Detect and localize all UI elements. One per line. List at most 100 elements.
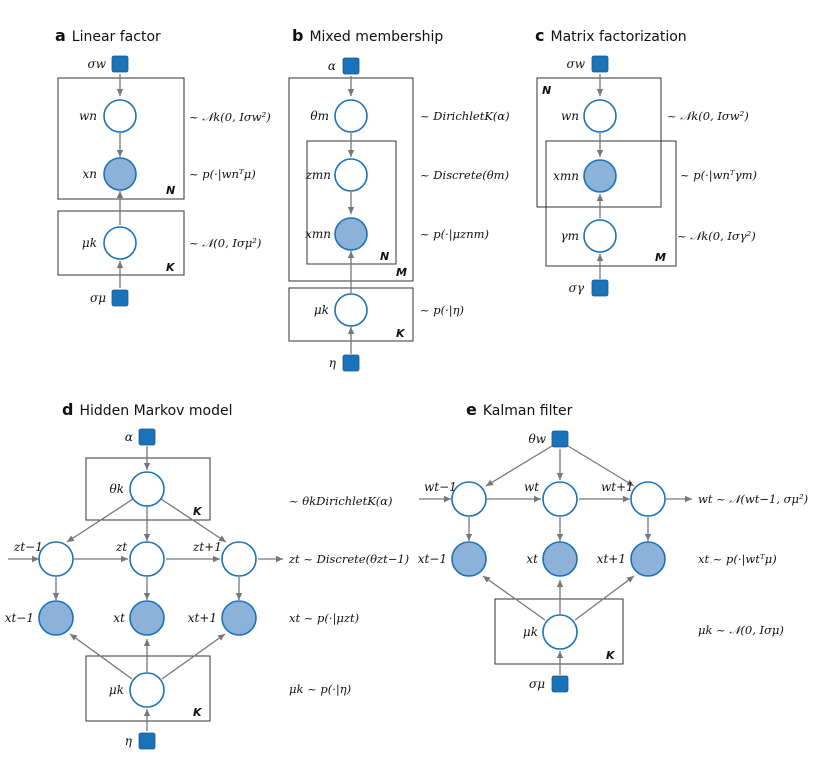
panel-a-title: Linear factor [72,29,161,45]
node-label: η [125,734,133,748]
distribution-annotation: ~ DirichletK(α) [420,109,510,123]
edge [485,445,553,487]
plate-k-label: K [606,649,616,662]
plate-k [57,210,185,276]
node-label: xn [83,167,98,181]
node-label: σγ [569,281,585,295]
distribution-annotation: ~ p(·|wnᵀμ) [189,167,256,182]
distribution-annotation: ~ p(·|η) [420,303,464,318]
node-label: μk [109,683,124,697]
panel-e-title: Kalman filter [483,403,573,419]
node-label: zt+1 [192,540,222,554]
hyperparameter-node [111,55,129,73]
node-label: μk [523,625,538,639]
observed-node [221,600,257,636]
observed-node [451,541,487,577]
hyperparameter-node [551,675,569,693]
hyperparameter-node [591,55,609,73]
panel-c-title: Matrix factorization [550,29,686,45]
distribution-annotation: ~ 𝒩k(0, Iσγ²) [677,229,756,243]
plate-m-label: M [396,266,407,279]
distribution-annotation: wt ~ 𝒩(wt−1, σμ²) [698,492,808,506]
plate-n [536,77,662,208]
latent-node [129,541,165,577]
latent-node [129,672,165,708]
distribution-annotation: ~ p(·|μznm) [420,227,489,242]
latent-node [221,541,257,577]
hyperparameter-node [342,57,360,75]
latent-node [334,293,368,327]
distribution-annotation: ~ θkDirichletK(α) [289,494,393,508]
latent-node [583,219,617,253]
node-label: σw [88,57,107,71]
distribution-annotation: ~ 𝒩k(0, Iσw²) [667,109,749,123]
node-label: wn [561,109,579,123]
distribution-annotation: ~ 𝒩k(0, Iσw²) [189,110,271,124]
node-label: σw [567,57,586,71]
node-label: η [329,356,337,370]
node-label: zt−1 [13,540,43,554]
node-label: xmn [305,227,331,241]
distribution-annotation: xt ~ p(·|μzt) [289,611,359,626]
node-label: σμ [529,677,545,691]
plate-n-label: N [166,184,175,197]
distribution-annotation: μk ~ p(·|η) [289,682,351,697]
observed-node [129,600,165,636]
observed-node [542,541,578,577]
plate-m [545,140,677,267]
node-label: wt [524,480,539,494]
node-label: xt [113,611,125,625]
plate-n-label: N [542,84,551,97]
edge [482,575,546,621]
hyperparameter-node [591,279,609,297]
latent-node [103,99,137,133]
plate-n [57,77,185,200]
plate-k [494,598,624,665]
observed-node [38,600,74,636]
plate-k-bottom [85,655,211,722]
plate-k-top [85,457,211,521]
distribution-annotation: ~ Discrete(θm) [420,168,509,182]
hyperparameter-node [551,430,569,448]
node-label: σμ [90,291,106,305]
node-label: xt+1 [188,611,217,625]
node-label: θw [529,432,547,446]
observed-node [334,217,368,251]
hyperparameter-node [138,428,156,446]
distribution-annotation: μk ~ 𝒩(0, Iσμ) [698,623,784,637]
latent-node [451,481,487,517]
latent-node [334,99,368,133]
edge [161,633,226,680]
plate-k-bottom-label: K [193,706,203,719]
edge [69,633,133,680]
distribution-annotation: zt ~ Discrete(θzt−1) [288,552,409,566]
distribution-annotation: ~ p(·|wnᵀγm) [680,168,757,183]
node-label: α [328,59,336,73]
node-label: zt [115,540,127,554]
node-label: θm [310,109,329,123]
plate-k-label: K [396,327,406,340]
distribution-annotation: xt ~ p(·|wtᵀμ) [698,552,777,567]
node-label: xt−1 [5,611,34,625]
node-label: xmn [553,169,579,183]
node-label: μk [314,303,329,317]
node-label: xt−1 [418,552,447,566]
observed-node [103,157,137,191]
latent-node [129,471,165,507]
node-label: γm [560,229,579,243]
plate-n-label: N [380,250,389,263]
panel-d-letter: d [62,400,73,419]
edge [66,498,134,543]
latent-node [542,481,578,517]
node-label: α [125,430,133,444]
node-label: wt+1 [601,480,634,494]
latent-node [38,541,74,577]
